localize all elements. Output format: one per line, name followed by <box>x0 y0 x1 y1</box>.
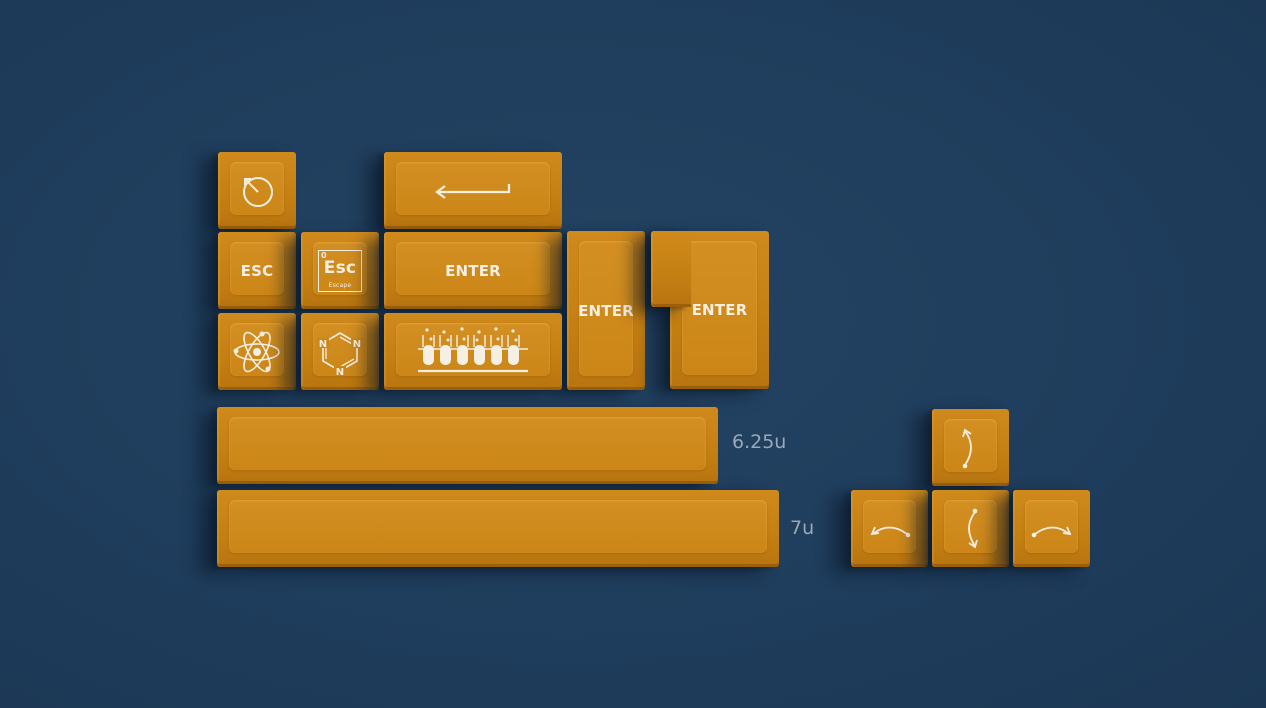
curved-up-arrow-icon <box>959 425 983 471</box>
enter-iso-legend: ENTER <box>691 301 748 319</box>
return-arrow-icon <box>433 181 513 201</box>
spacebar-size-label-7u: 7u <box>790 517 815 539</box>
enter-wide-keycap: ENTER <box>384 232 562 309</box>
test-tubes-rack-icon <box>417 326 529 377</box>
arrow-down-keycap <box>932 490 1009 567</box>
arrow-up-keycap <box>932 409 1009 486</box>
test-tubes-keycap <box>384 313 562 390</box>
atom-keycap <box>218 313 296 390</box>
atom-label-n-right: N <box>353 339 362 350</box>
spacebar-7u <box>217 490 779 567</box>
arrow-left-keycap <box>851 490 928 567</box>
power-keycap <box>218 152 296 229</box>
arrow-right-keycap <box>1013 490 1090 567</box>
enter-vertical-legend: ENTER <box>578 301 634 320</box>
molecule-keycap: N N N <box>301 313 379 390</box>
enter-iso-top-extension <box>651 231 691 307</box>
element-number: 0 <box>321 250 327 260</box>
enter-vertical-keycap: ENTER <box>567 231 645 390</box>
element-name: Escape <box>328 281 352 289</box>
esc-periodic-keycap: 0 Esc Escape <box>301 232 379 309</box>
periodic-element-legend: 0 Esc Escape <box>318 249 362 292</box>
element-symbol: Esc <box>323 257 357 278</box>
atom-label-n-bottom: N <box>336 367 345 377</box>
return-arrow-keycap <box>384 152 562 229</box>
power-dial-icon <box>237 171 277 211</box>
esc-legend: ESC <box>240 261 274 280</box>
atom-icon <box>232 329 282 375</box>
triazine-molecule-icon: N N N <box>317 327 363 377</box>
curved-right-arrow-icon <box>1029 517 1075 541</box>
curved-left-arrow-icon <box>867 517 913 541</box>
curved-down-arrow-icon <box>959 506 983 552</box>
spacebar-6-25u <box>217 407 718 484</box>
atom-label-n-left: N <box>319 339 328 350</box>
esc-keycap: ESC <box>218 232 296 309</box>
enter-iso-keycap: ENTER <box>670 231 769 389</box>
enter-wide-legend: ENTER <box>445 261 501 280</box>
spacebar-size-label-6-25u: 6.25u <box>732 431 787 453</box>
